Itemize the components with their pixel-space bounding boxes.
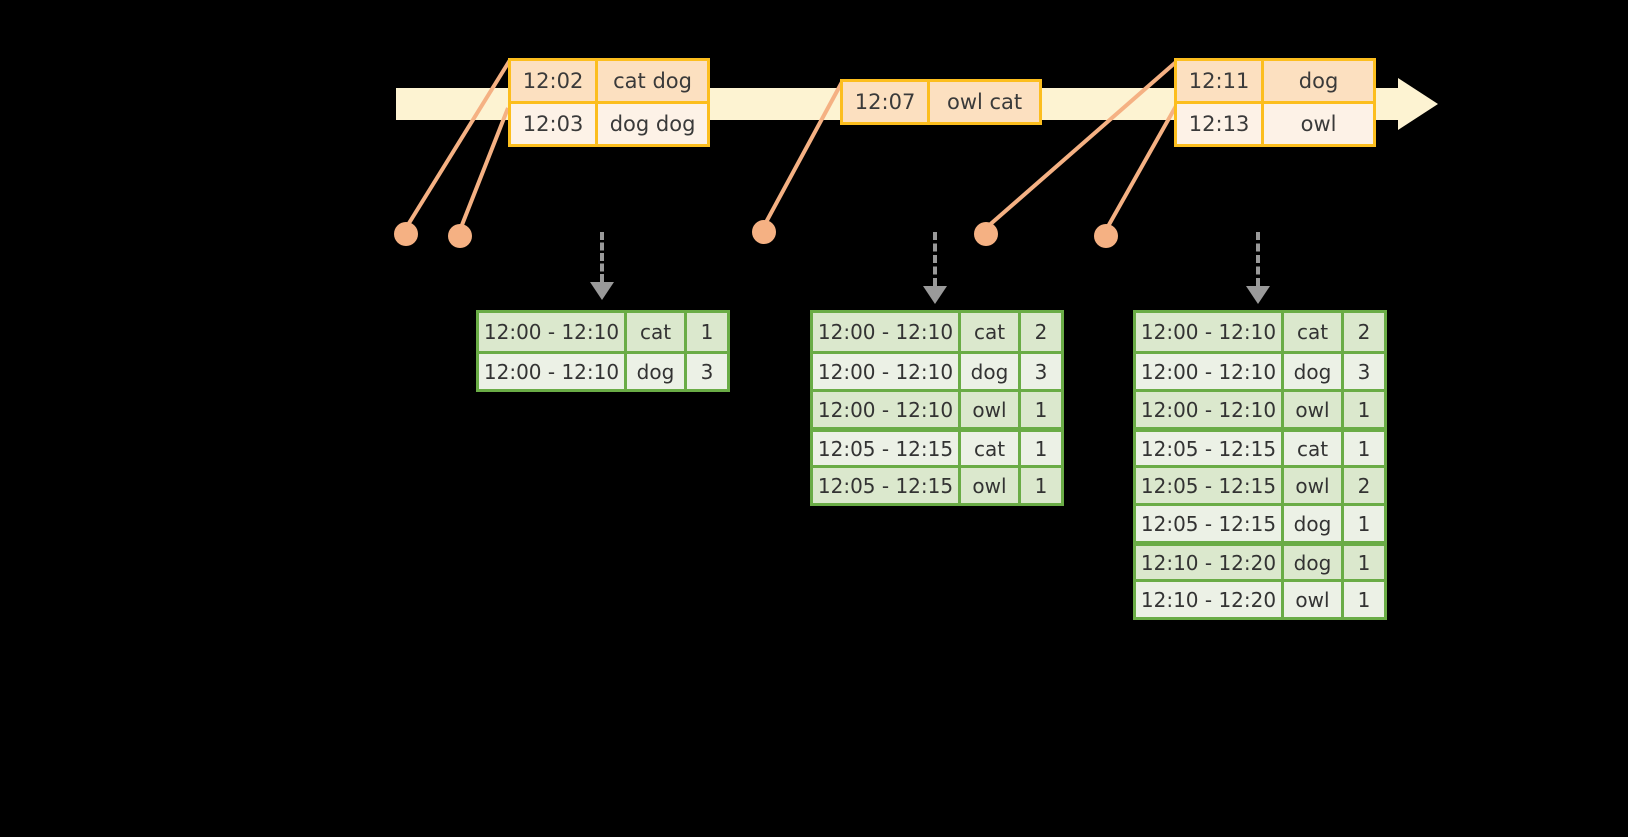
- cell-count: 1: [1021, 468, 1061, 503]
- cell-window: 12:05 - 12:15: [1136, 432, 1284, 465]
- cell-word: dog: [627, 354, 687, 389]
- cell-window: 12:05 - 12:15: [1136, 506, 1284, 541]
- event-time: 12:02: [511, 61, 599, 101]
- cell-window: 12:00 - 12:10: [813, 392, 961, 427]
- connector-dot-5: [1094, 224, 1118, 248]
- cell-window: 12:00 - 12:10: [813, 313, 961, 351]
- flow-arrow-2-line: [933, 232, 937, 286]
- cell-word: owl: [1284, 582, 1344, 617]
- event-words: cat dog: [598, 61, 707, 101]
- event-box-group-2[interactable]: 12:07 owl cat: [840, 79, 1042, 125]
- event-time: 12:13: [1177, 104, 1265, 144]
- cell-window: 12:00 - 12:10: [479, 313, 627, 351]
- event-box-group-1[interactable]: 12:02 cat dog 12:03 dog dog: [508, 58, 710, 147]
- event-words: owl cat: [930, 82, 1039, 122]
- cell-window: 12:05 - 12:15: [1136, 468, 1284, 503]
- cell-window: 12:00 - 12:10: [813, 354, 961, 389]
- cell-word: cat: [1284, 432, 1344, 465]
- cell-count: 1: [1021, 432, 1061, 465]
- cell-word: owl: [1284, 468, 1344, 503]
- cell-window: 12:00 - 12:10: [1136, 313, 1284, 351]
- cell-count: 3: [1021, 354, 1061, 389]
- event-row: 12:03 dog dog: [511, 101, 707, 144]
- cell-word: cat: [1284, 313, 1344, 351]
- event-time: 12:11: [1177, 61, 1265, 101]
- cell-count: 3: [1344, 354, 1384, 389]
- event-time: 12:03: [511, 104, 599, 144]
- cell-window: 12:00 - 12:10: [1136, 392, 1284, 427]
- event-row: 12:07 owl cat: [843, 82, 1039, 122]
- event-words: owl: [1264, 104, 1373, 144]
- cell-word: cat: [961, 313, 1021, 351]
- event-box-group-3[interactable]: 12:11 dog 12:13 owl: [1174, 58, 1376, 147]
- event-words: dog: [1264, 61, 1373, 101]
- cell-word: cat: [627, 313, 687, 351]
- cell-count: 2: [1344, 468, 1384, 503]
- cell-word: owl: [1284, 392, 1344, 427]
- connector-dot-1: [394, 222, 418, 246]
- cell-count: 1: [1344, 546, 1384, 579]
- event-time: 12:07: [843, 82, 931, 122]
- flow-arrow-3-line: [1256, 232, 1260, 286]
- flow-arrow-3-head-icon: [1246, 286, 1270, 304]
- cell-count: 1: [1344, 392, 1384, 427]
- cell-word: owl: [961, 392, 1021, 427]
- cell-window: 12:10 - 12:20: [1136, 546, 1284, 579]
- connector-dot-2: [448, 224, 472, 248]
- cell-window: 12:05 - 12:15: [813, 432, 961, 465]
- event-row: 12:11 dog: [1177, 61, 1373, 101]
- cell-count: 1: [1344, 582, 1384, 617]
- cell-word: dog: [1284, 354, 1344, 389]
- event-row: 12:13 owl: [1177, 101, 1373, 144]
- cell-count: 1: [1021, 392, 1061, 427]
- cell-count: 1: [1344, 506, 1384, 541]
- cell-word: dog: [1284, 506, 1344, 541]
- cell-word: owl: [961, 468, 1021, 503]
- cell-window: 12:10 - 12:20: [1136, 582, 1284, 617]
- cell-window: 12:05 - 12:15: [813, 468, 961, 503]
- event-words: dog dog: [598, 104, 707, 144]
- cell-count: 3: [687, 354, 727, 389]
- timeline-arrowhead-icon: [1398, 78, 1438, 130]
- cell-word: dog: [1284, 546, 1344, 579]
- flow-arrow-2-head-icon: [923, 286, 947, 304]
- cell-count: 1: [1344, 432, 1384, 465]
- cell-count: 1: [687, 313, 727, 351]
- flow-arrow-1-line: [600, 232, 604, 282]
- cell-word: cat: [961, 432, 1021, 465]
- cell-count: 2: [1344, 313, 1384, 351]
- cell-window: 12:00 - 12:10: [479, 354, 627, 389]
- connector-dot-3: [752, 220, 776, 244]
- event-row: 12:02 cat dog: [511, 61, 707, 101]
- connector-dot-4: [974, 222, 998, 246]
- cell-count: 2: [1021, 313, 1061, 351]
- cell-window: 12:00 - 12:10: [1136, 354, 1284, 389]
- flow-arrow-1-head-icon: [590, 282, 614, 300]
- cell-word: dog: [961, 354, 1021, 389]
